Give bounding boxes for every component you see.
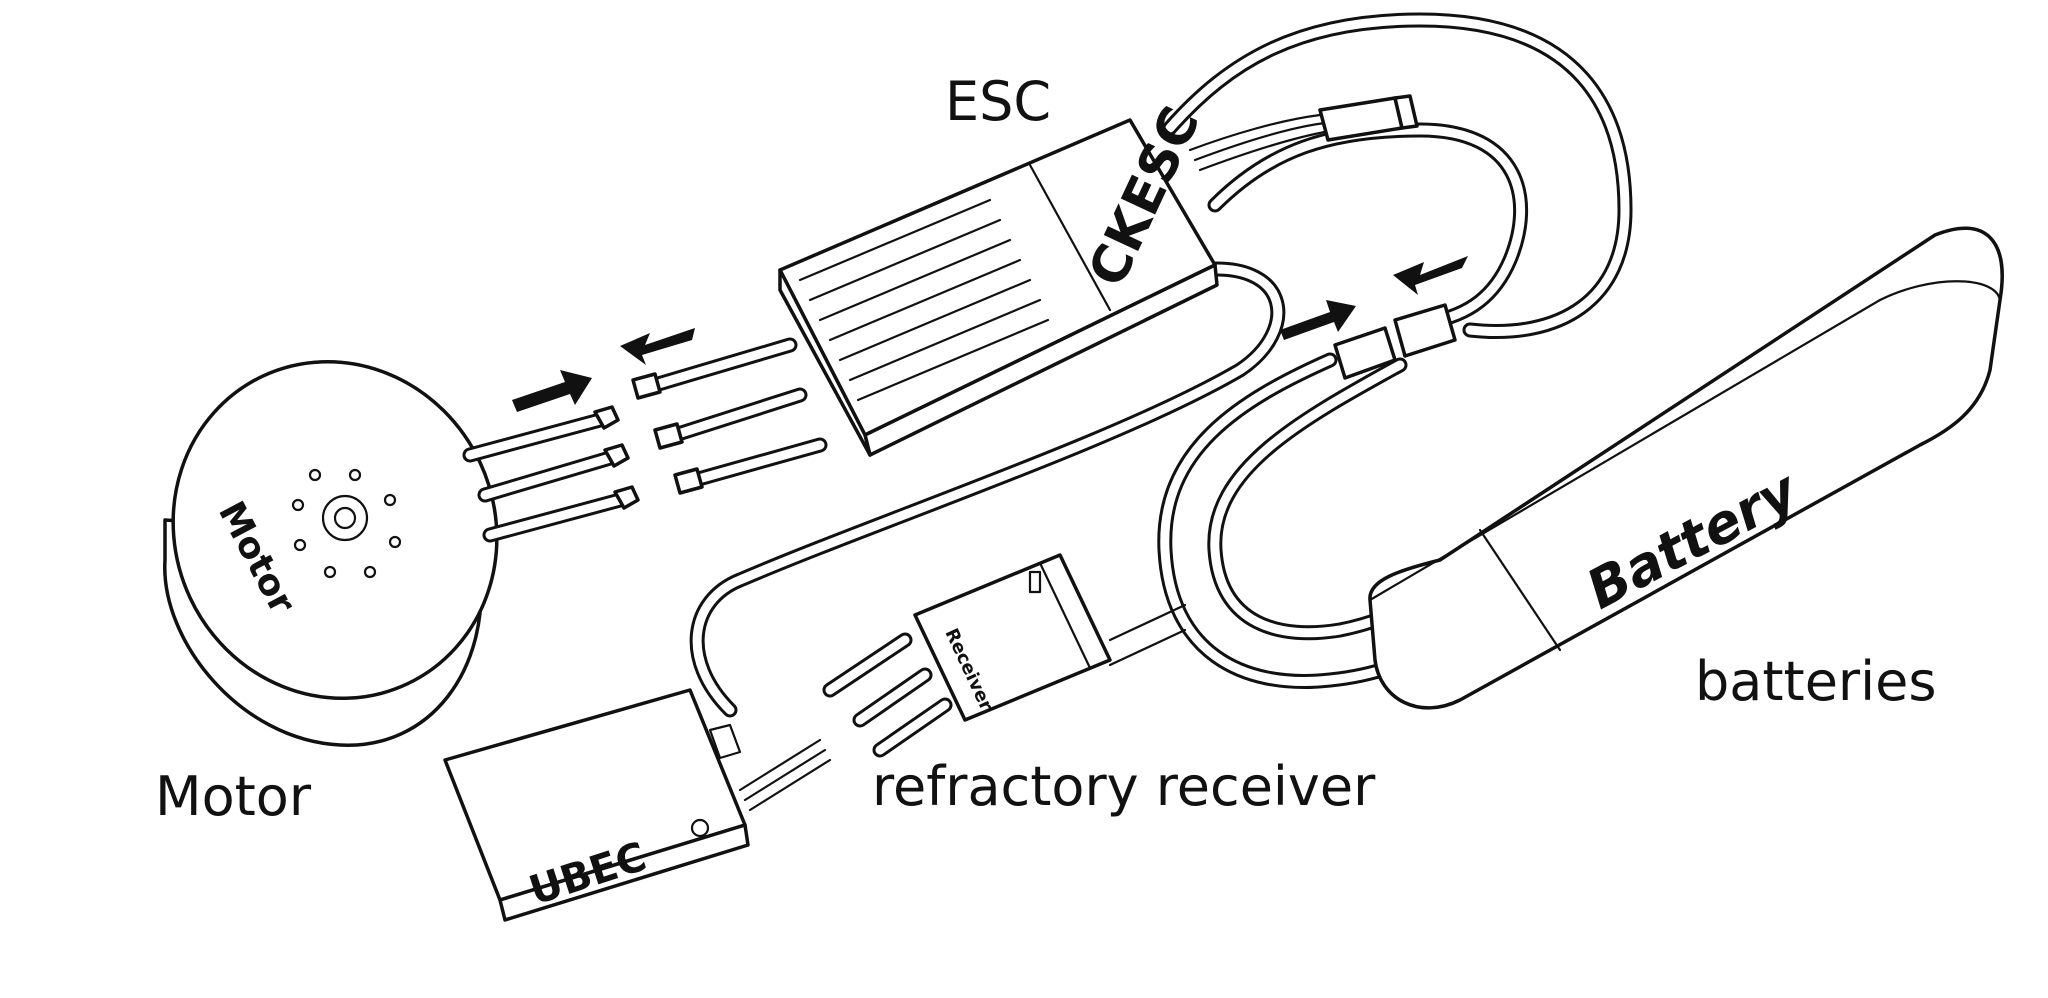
arrow-right-icon (512, 370, 592, 412)
esc-leads (631, 337, 828, 495)
arrow-left-icon (620, 328, 695, 365)
connect-arrows-motor (512, 328, 695, 412)
battery-cable-loop (1157, 352, 1438, 689)
motor-leads (462, 405, 640, 543)
battery: Battery (1368, 226, 2004, 710)
arrow-left-icon (1393, 256, 1468, 295)
arrow-right-icon (1280, 300, 1356, 340)
batteries-label: batteries (1695, 650, 1937, 713)
motor-label: Motor (155, 765, 312, 828)
power-connectors (1280, 256, 1468, 380)
receiver-label: refractory receiver (872, 755, 1376, 818)
ubec: UBEC (443, 688, 832, 922)
esc-body: CKESC (778, 98, 1219, 457)
receiver: Receiver (822, 553, 1187, 758)
esc-label: ESC (945, 70, 1051, 133)
motor: Motor (163, 359, 499, 747)
esc-signal-connector (1188, 94, 1419, 172)
esc-signal-cable-loop (1162, 12, 1633, 339)
receiver-lead-wire (689, 261, 1286, 718)
